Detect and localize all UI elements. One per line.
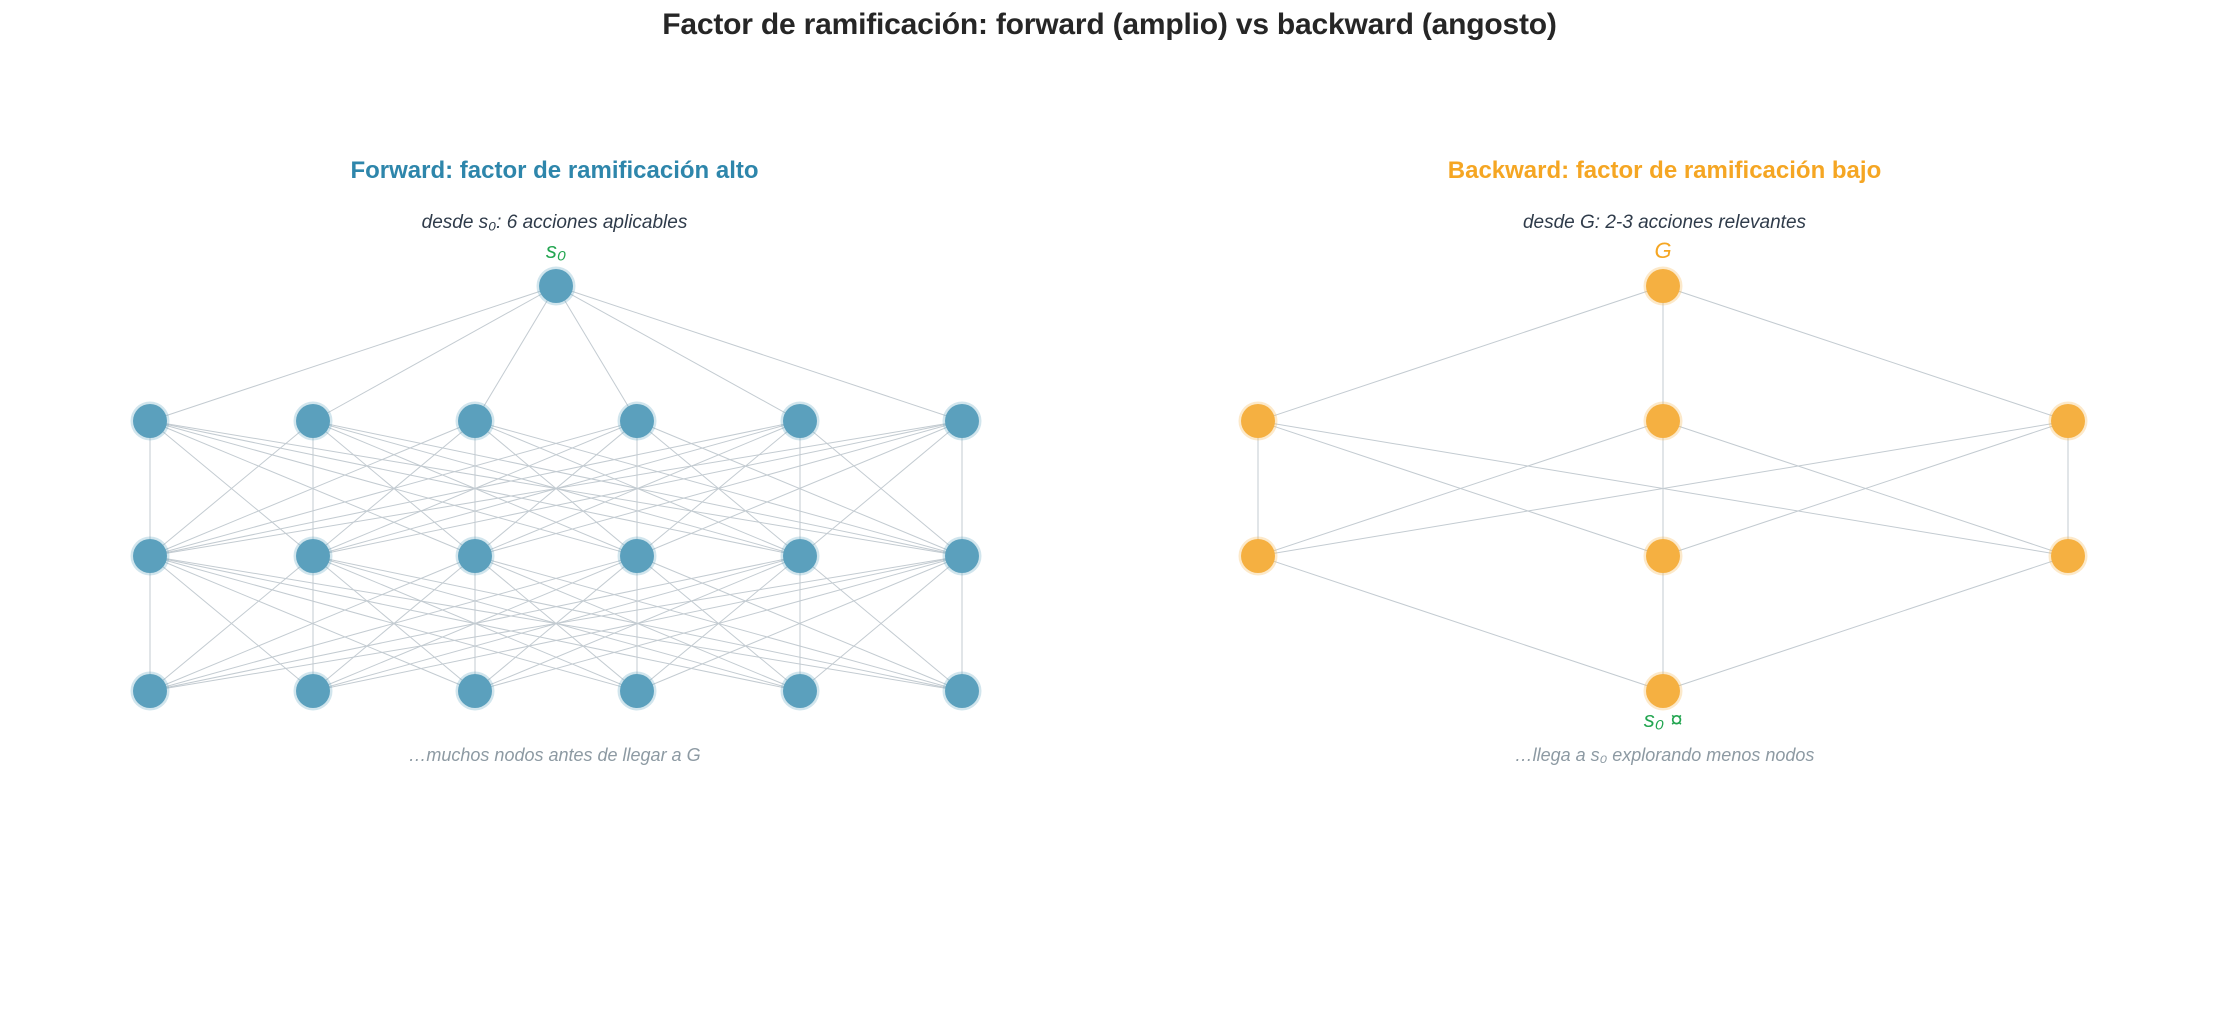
panel-forward: Forward: factor de ramificación alto des… (0, 0, 1109, 1023)
graph-node[interactable] (1646, 539, 1680, 573)
graph-node[interactable] (620, 674, 654, 708)
graph-edge (312, 420, 963, 557)
graph-edges (1257, 285, 2069, 692)
forward-graph (130, 266, 982, 711)
graph-edge (555, 285, 801, 422)
graph-node[interactable] (133, 539, 167, 573)
panel-backward-subtitle: desde G: 2-3 acciones relevantes (1522, 212, 1807, 233)
panel-forward-title: Forward: factor de ramificación alto (350, 157, 759, 184)
graph-edge (149, 555, 476, 692)
graph-edge (1257, 285, 1664, 422)
graph-edge (1662, 420, 2069, 557)
graph-node[interactable] (945, 674, 979, 708)
graph-edge (1257, 420, 2069, 557)
graph-edge (1257, 555, 1664, 692)
graph-edge (555, 285, 963, 422)
graph-node[interactable] (2051, 539, 2085, 573)
graph-node[interactable] (1241, 404, 1275, 438)
graph-node[interactable] (1646, 404, 1680, 438)
backward-goal-node-label: s₀ ¤ (1643, 707, 1683, 732)
graph-node[interactable] (458, 674, 492, 708)
graph-node[interactable] (133, 674, 167, 708)
panel-forward-subtitle: desde s₀: 6 acciones aplicables (421, 212, 688, 233)
graph-edge (149, 420, 963, 557)
graph-node[interactable] (1241, 539, 1275, 573)
graph-node[interactable] (1646, 269, 1680, 303)
graph-node[interactable] (133, 404, 167, 438)
graph-node[interactable] (1646, 674, 1680, 708)
graph-edge (149, 555, 638, 692)
graph-edges (149, 285, 963, 692)
graph-node[interactable] (296, 674, 330, 708)
graph-edge (1662, 555, 2069, 692)
graph-edge (149, 555, 963, 692)
graph-edge (799, 555, 963, 692)
graph-edge (149, 420, 314, 557)
panel-backward-caption: …llega a s₀ explorando menos nodos (1514, 745, 1815, 765)
figure-title: Factor de ramificación: forward (amplio)… (662, 8, 1557, 41)
graph-edge (636, 420, 963, 557)
panel-backward: Backward: factor de ramificación bajo de… (1110, 0, 2219, 1023)
graph-edge (799, 420, 963, 557)
graph-edge (474, 285, 557, 422)
forward-root-node-label: s₀ (545, 238, 567, 263)
graph-edge (149, 555, 314, 692)
graph-node[interactable] (2051, 404, 2085, 438)
graph-node[interactable] (296, 404, 330, 438)
graph-node[interactable] (620, 404, 654, 438)
graph-edge (149, 285, 557, 422)
graph-node[interactable] (783, 404, 817, 438)
graph-node[interactable] (458, 539, 492, 573)
graph-edge (1257, 420, 1664, 557)
graph-edge (149, 555, 801, 692)
graph-edge (149, 420, 801, 557)
graph-node[interactable] (458, 404, 492, 438)
graph-edge (149, 420, 476, 557)
graph-node[interactable] (620, 539, 654, 573)
panel-backward-title: Backward: factor de ramificación bajo (1447, 157, 1882, 184)
graph-node[interactable] (945, 404, 979, 438)
backward-root-node-label: G (1654, 238, 1672, 263)
graph-edge (312, 555, 963, 692)
graph-node[interactable] (539, 269, 573, 303)
graph-edge (555, 285, 638, 422)
graph-node[interactable] (783, 674, 817, 708)
graph-edge (636, 555, 963, 692)
panel-forward-caption: …muchos nodos antes de llegar a G (408, 745, 701, 765)
graph-nodes (1238, 266, 2088, 711)
backward-graph (1238, 266, 2088, 711)
graph-edge (474, 555, 963, 692)
graph-node[interactable] (783, 539, 817, 573)
graph-node[interactable] (945, 539, 979, 573)
graph-edge (1662, 285, 2069, 422)
graph-edge (474, 420, 963, 557)
graph-edge (312, 285, 557, 422)
graph-edge (149, 420, 638, 557)
graph-node[interactable] (296, 539, 330, 573)
graph-nodes (130, 266, 982, 711)
